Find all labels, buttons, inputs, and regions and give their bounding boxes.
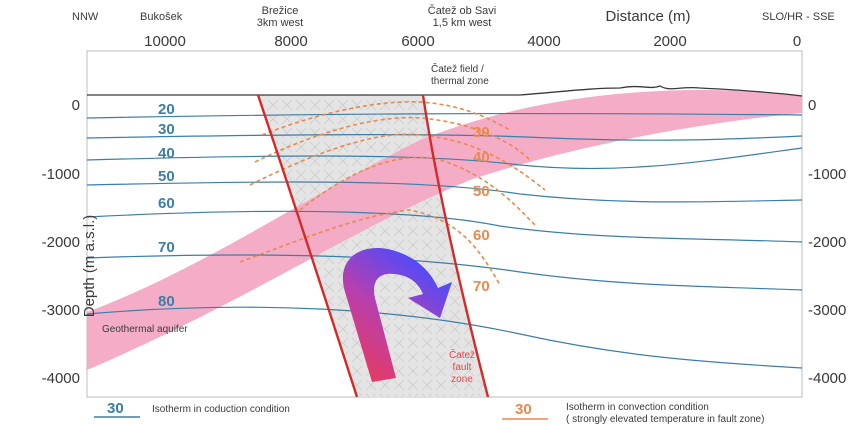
isotherm-conv-70-line xyxy=(239,209,501,286)
isotherm-20-line xyxy=(86,112,803,119)
isotherm-70-line xyxy=(86,254,803,291)
aquifer-label: Geothermal aquifer xyxy=(102,324,188,335)
depth-tick-right: -2000 xyxy=(808,234,846,251)
convection-flow-arrow xyxy=(342,247,452,382)
isotherm-80-line xyxy=(86,306,803,369)
surface-topography xyxy=(87,85,803,97)
isotherm-conv-label: 30 xyxy=(473,124,490,141)
isotherm-label: 60 xyxy=(158,195,175,212)
depth-tick-left: -4000 xyxy=(42,370,80,387)
isotherm-conv-label: 40 xyxy=(473,149,490,166)
thermal-zone-label: Čatež field / xyxy=(431,62,484,75)
depth-tick-left: -2000 xyxy=(42,234,80,251)
legend-convection-text: Isotherm in convection condition xyxy=(566,402,709,413)
depth-tick-right: -3000 xyxy=(808,302,846,319)
legend: 30 Isotherm in coduction condition 30 Is… xyxy=(94,400,764,425)
isotherm-label: 40 xyxy=(158,145,175,162)
depth-tick-right: -4000 xyxy=(808,370,846,387)
depth-tick-left: -1000 xyxy=(42,166,80,183)
thermal-zone-label-2: thermal zone xyxy=(431,76,489,87)
distance-title: Distance (m) xyxy=(605,8,690,25)
isotherm-label: 50 xyxy=(158,168,175,185)
legend-conduction-value: 30 xyxy=(107,400,124,417)
distance-tick: 4000 xyxy=(527,33,560,50)
depth-tick-left: 0 xyxy=(72,97,80,114)
isotherm-50-line xyxy=(86,181,803,203)
isotherm-conv-60-line xyxy=(299,156,536,226)
isotherm-label: 80 xyxy=(158,293,175,310)
fault-line-east xyxy=(421,94,490,398)
nnw-label: NNW xyxy=(72,11,99,23)
isotherm-40-line xyxy=(86,147,803,170)
place-catez-sub: 1,5 km west xyxy=(433,17,492,29)
distance-tick: 0 xyxy=(793,33,801,50)
fault-zone-label-3: zone xyxy=(451,374,473,385)
isotherm-label: 30 xyxy=(158,121,175,138)
isotherm-label: 70 xyxy=(158,239,175,256)
place-brezice-sub: 3km west xyxy=(257,17,303,29)
depth-tick-left: -3000 xyxy=(42,302,80,319)
isotherm-conv-label: 60 xyxy=(473,227,490,244)
depth-tick-right: 0 xyxy=(808,97,816,114)
legend-conduction-text: Isotherm in coduction condition xyxy=(152,404,290,415)
fault-zone-label: Čatež xyxy=(449,348,475,361)
place-bukosek: Bukošek xyxy=(140,11,183,23)
legend-convection-text-2: ( strongly elevated temperature in fault… xyxy=(566,414,764,425)
geothermal-aquifer xyxy=(87,90,802,370)
isotherm-conv-50-line xyxy=(249,133,546,191)
distance-tick: 8000 xyxy=(274,33,307,50)
isotherm-30-line xyxy=(86,134,803,141)
fault-line-west xyxy=(256,94,359,398)
isotherm-conv-label: 70 xyxy=(473,278,490,295)
depth-tick-right: -1000 xyxy=(808,166,846,183)
isotherm-conv-30-line xyxy=(261,100,511,136)
convection-isotherms xyxy=(239,100,546,286)
legend-convection-value: 30 xyxy=(515,401,532,418)
distance-tick: 2000 xyxy=(653,33,686,50)
distance-tick: 6000 xyxy=(401,33,434,50)
depth-axis-label: Depth (m a.s.l.) xyxy=(81,215,98,318)
fault-zone-label-2: fault xyxy=(453,362,472,373)
distance-tick: 10000 xyxy=(144,33,186,50)
place-brezice: Brežice xyxy=(262,5,299,17)
conduction-isotherms xyxy=(86,112,803,369)
sse-label: SLO/HR - SSE xyxy=(762,11,835,23)
isotherm-label: 20 xyxy=(158,101,175,118)
isotherm-conv-label: 50 xyxy=(473,183,490,200)
isotherm-60-line xyxy=(86,210,803,243)
isotherm-conv-40-line xyxy=(254,116,531,163)
place-catez-ob-savi: Čatež ob Savi xyxy=(428,4,496,17)
